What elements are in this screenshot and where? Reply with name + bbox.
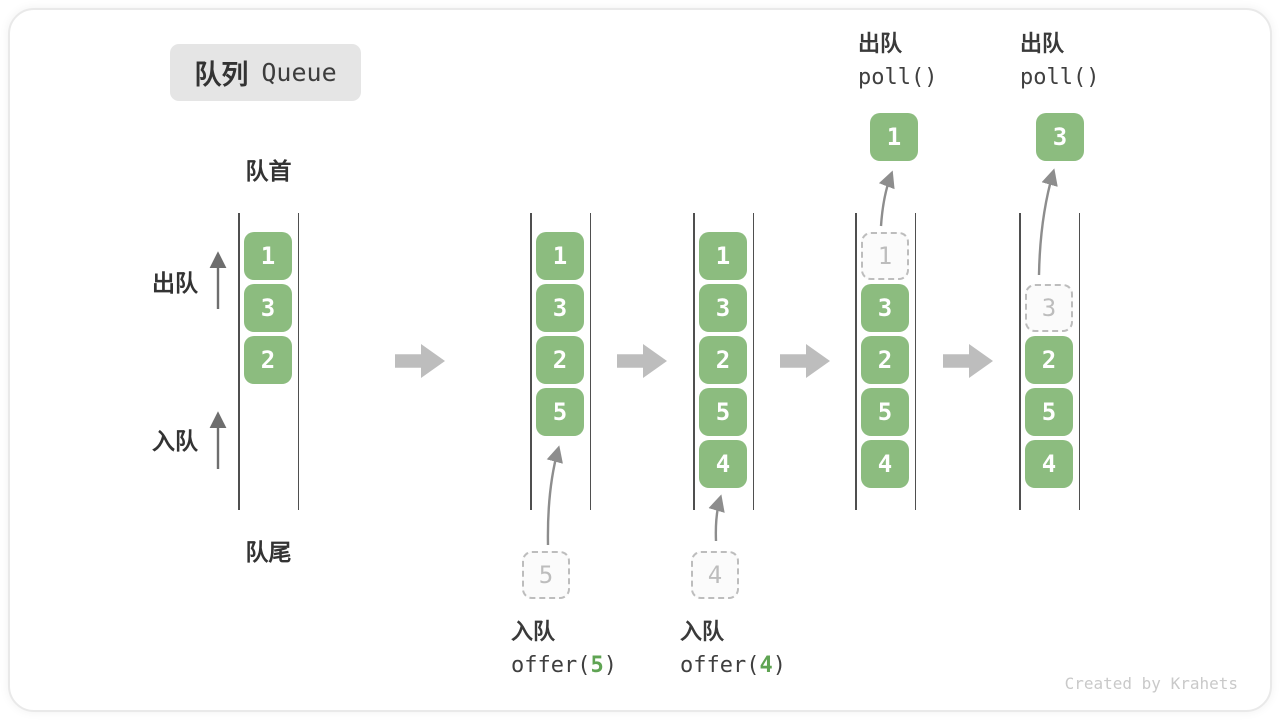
queue-item: 3 <box>861 284 909 332</box>
queue-column-state-3: 1 3 2 5 4 <box>693 213 754 510</box>
watermark-credit: Created by Krahets <box>1064 674 1238 693</box>
offer-code-suffix: ) <box>603 653 617 678</box>
offer-code-arg: 4 <box>759 653 773 678</box>
offer-code-suffix: ) <box>772 653 786 678</box>
queue-item: 4 <box>699 440 747 488</box>
poll-label-zh: 出队 <box>1020 31 1065 56</box>
queue-rear-label: 队尾 <box>245 539 292 565</box>
poll-operation-label-1: 出队 poll() <box>858 26 937 90</box>
diagram-title-en: Queue <box>261 58 337 87</box>
offer-operation-label-5: 入队 offer(5) <box>511 614 617 678</box>
queue-item: 5 <box>536 388 584 436</box>
queue-item: 1 <box>536 232 584 280</box>
queue-item: 1 <box>699 232 747 280</box>
offer-code-prefix: offer( <box>680 653 760 678</box>
queue-item: 1 <box>244 232 292 280</box>
queue-item: 3 <box>536 284 584 332</box>
queue-item: 3 <box>244 284 292 332</box>
queue-column-state-1: 1 3 2 <box>238 213 299 510</box>
enqueue-direction-label: 入队 <box>152 428 198 454</box>
offer-operation-label-4: 入队 offer(4) <box>680 614 786 678</box>
right-block-arrow-icon <box>943 344 993 378</box>
queue-item: 2 <box>536 336 584 384</box>
right-block-arrow-icon <box>395 344 445 378</box>
queue-item: 4 <box>1025 440 1073 488</box>
staged-item-4: 4 <box>691 551 739 599</box>
offer-code: offer(5) <box>511 653 617 678</box>
queue-item: 4 <box>861 440 909 488</box>
poll-code: poll() <box>858 65 938 90</box>
queue-column-state-5: 3 2 5 4 <box>1019 213 1080 510</box>
queue-item-removed-slot: 1 <box>861 232 909 280</box>
poll-label-zh: 出队 <box>858 31 903 56</box>
polled-item-3: 3 <box>1036 113 1084 161</box>
polled-item-1: 1 <box>870 113 918 161</box>
queue-item: 2 <box>1025 336 1073 384</box>
queue-item: 2 <box>699 336 747 384</box>
poll-operation-label-2: 出队 poll() <box>1020 26 1099 90</box>
queue-column-state-4: 1 3 2 5 4 <box>855 213 916 510</box>
staged-item-5: 5 <box>522 551 570 599</box>
right-block-arrow-icon <box>780 344 830 378</box>
queue-item-removed-slot: 3 <box>1025 284 1073 332</box>
offer-label-zh: 入队 <box>680 619 725 644</box>
offer-label-zh: 入队 <box>511 619 556 644</box>
diagram-title-zh: 队列 <box>194 60 249 90</box>
queue-column-state-2: 1 3 2 5 <box>530 213 591 510</box>
queue-item: 2 <box>244 336 292 384</box>
diagram-title-box: 队列 Queue <box>170 44 361 101</box>
queue-item: 3 <box>699 284 747 332</box>
offer-code-arg: 5 <box>590 653 604 678</box>
poll-code: poll() <box>1020 65 1100 90</box>
queue-front-label: 队首 <box>245 158 292 184</box>
queue-item: 5 <box>861 388 909 436</box>
queue-item: 5 <box>699 388 747 436</box>
queue-item: 2 <box>861 336 909 384</box>
offer-code-prefix: offer( <box>511 653 591 678</box>
offer-code: offer(4) <box>680 653 786 678</box>
right-block-arrow-icon <box>617 344 667 378</box>
dequeue-direction-label: 出队 <box>152 270 198 296</box>
queue-item: 5 <box>1025 388 1073 436</box>
